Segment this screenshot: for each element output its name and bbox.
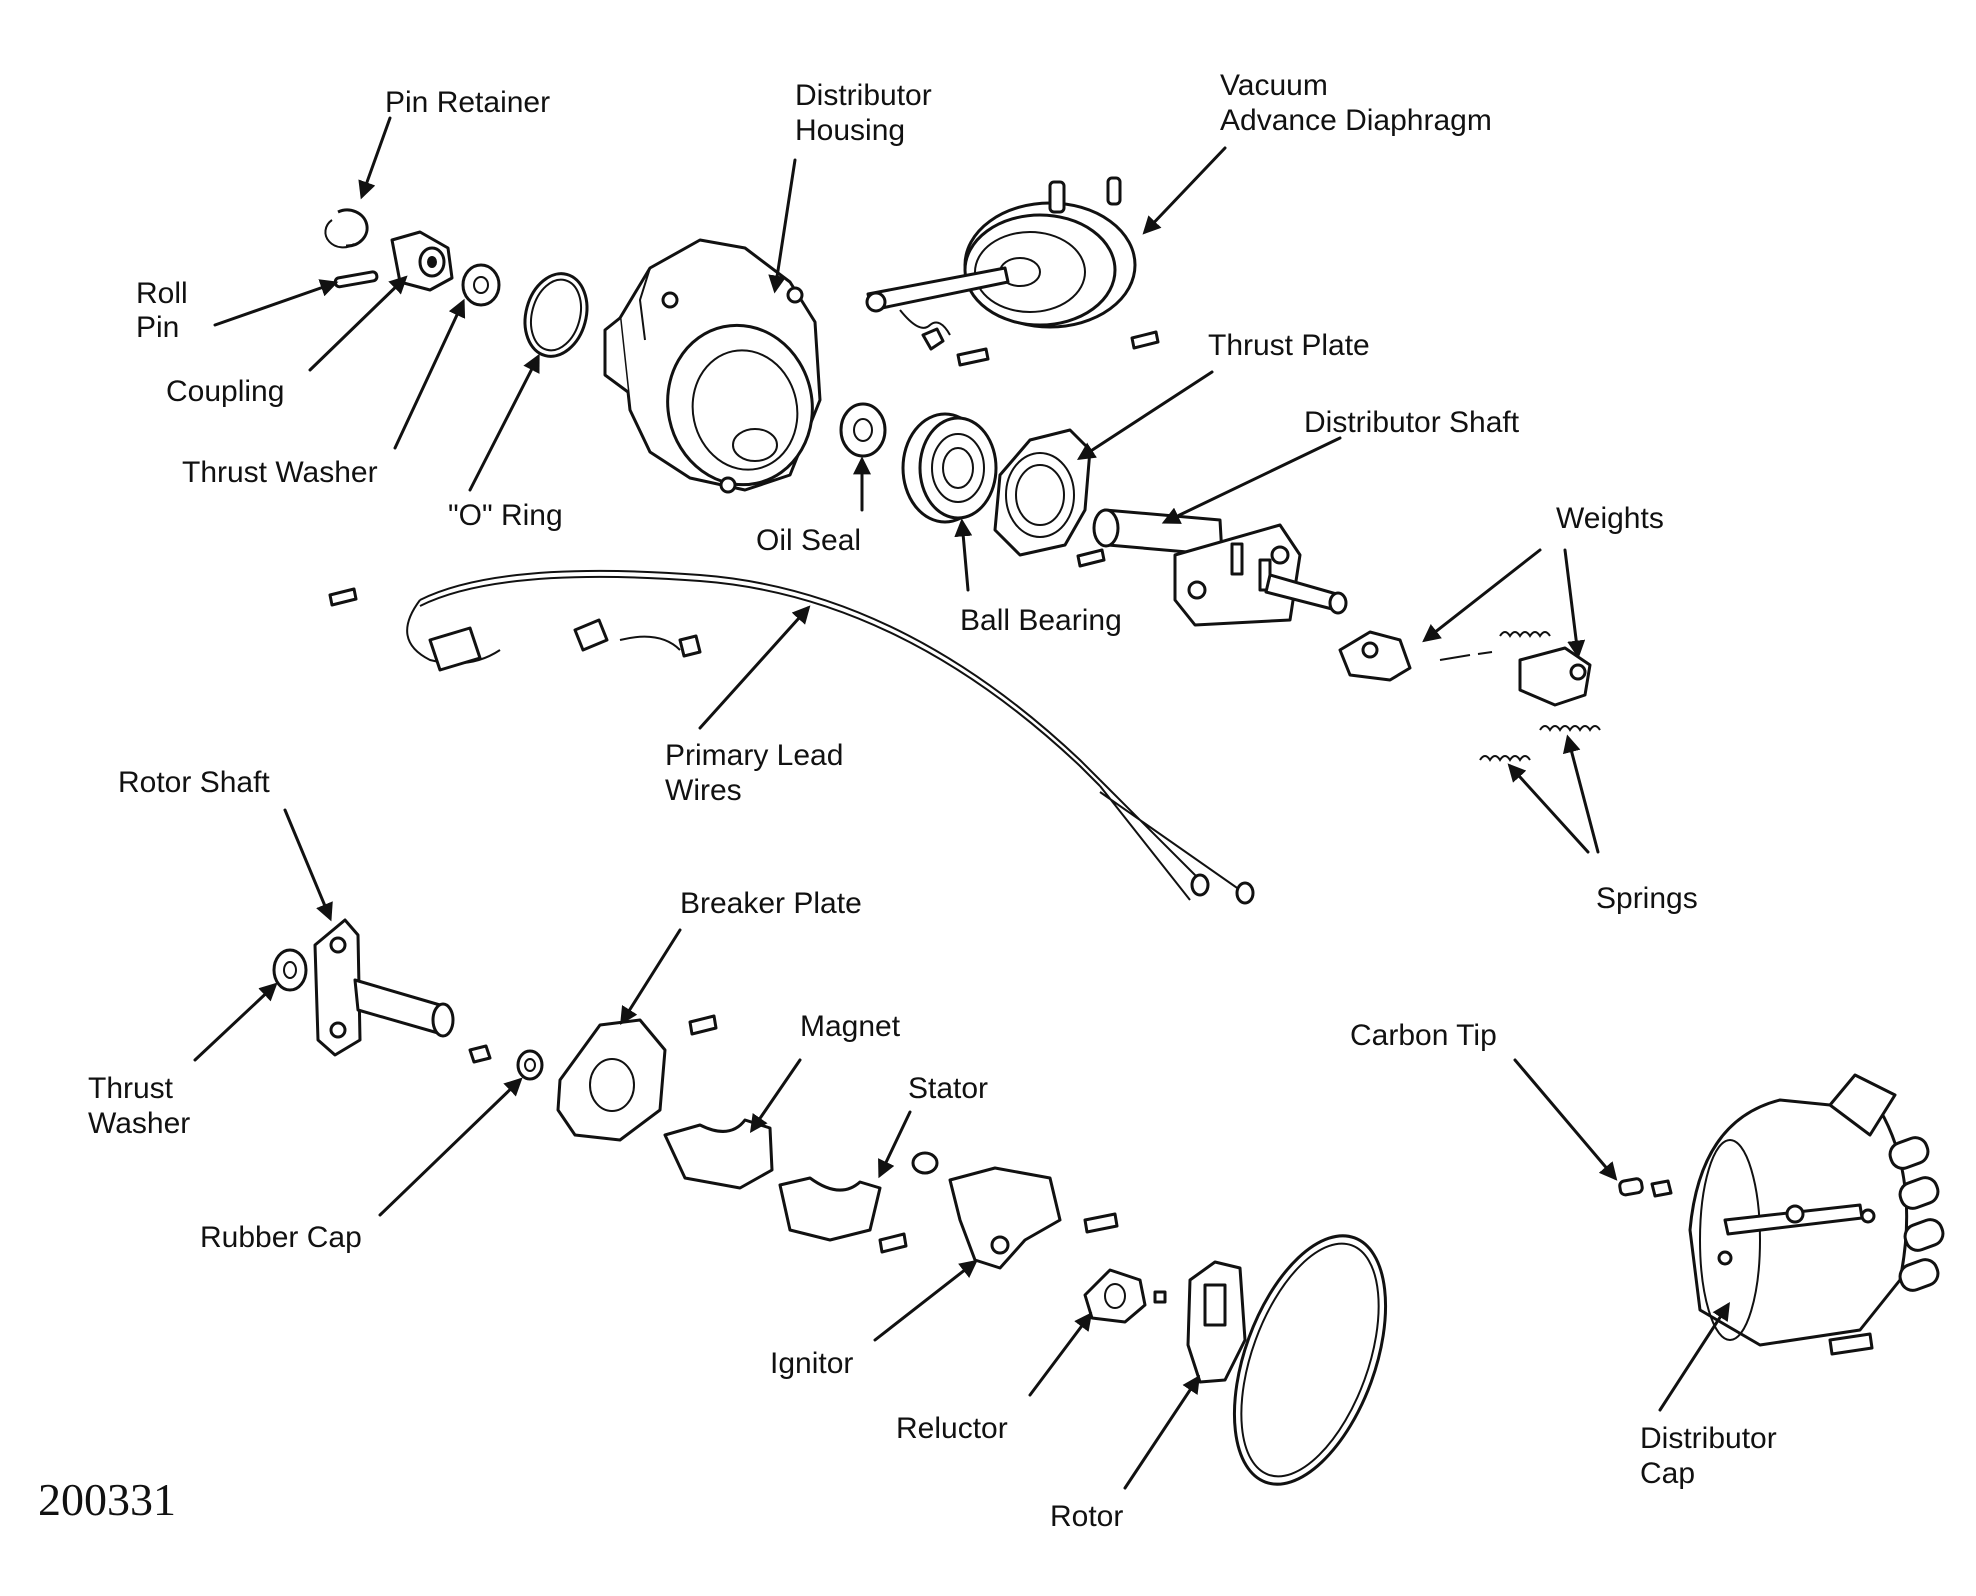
arrow-ball-bearing [954, 518, 973, 592]
arrow-coupling [308, 275, 408, 372]
label-stator: Stator [908, 1072, 988, 1105]
arrow-weights-2 [1563, 548, 1586, 659]
rubber-cap-part [468, 1044, 544, 1081]
label-thrust-washer-bottom-line1: Thrust [88, 1072, 174, 1105]
cap-clip-ring-part [1232, 1234, 1388, 1486]
label-springs: Springs [1596, 882, 1698, 915]
arrow-distributor-housing [768, 158, 797, 294]
distributor-housing-part [603, 238, 822, 494]
oil-seal-part [839, 402, 887, 458]
arrow-rubber-cap [378, 1077, 523, 1217]
weights-part [1338, 630, 1592, 707]
label-roll-pin-line1: Roll [136, 277, 188, 310]
label-pin-retainer: Pin Retainer [385, 86, 550, 119]
arrow-carbon-tip [1513, 1058, 1618, 1181]
figure-number: 200331 [38, 1474, 176, 1525]
label-primary-lead-line2: Wires [665, 774, 742, 807]
arrow-thrust-washer-bottom [193, 982, 278, 1062]
arrow-rotor [1123, 1375, 1200, 1490]
primary-lead-wires-part [328, 569, 1255, 905]
breaker-plate-part [556, 1014, 718, 1142]
distributor-shaft-part [1092, 508, 1348, 627]
label-primary-lead-line1: Primary Lead [665, 739, 843, 772]
arrow-springs-2 [1562, 734, 1600, 854]
label-distributor-cap-line2: Cap [1640, 1457, 1695, 1490]
arrow-o-ring [468, 353, 540, 492]
label-reluctor: Reluctor [896, 1412, 1008, 1445]
arrow-stator [878, 1110, 912, 1179]
label-vacuum-advance-line2: Advance Diaphragm [1220, 104, 1492, 137]
label-rotor-shaft: Rotor Shaft [118, 766, 270, 799]
arrow-springs-1 [1507, 763, 1590, 854]
arrow-magnet [749, 1058, 802, 1133]
label-weights: Weights [1556, 502, 1664, 535]
carbon-tip-part [1618, 1177, 1673, 1198]
label-distributor-cap-line1: Distributor [1640, 1422, 1777, 1455]
label-magnet: Magnet [800, 1010, 901, 1043]
arrow-vacuum-advance [1142, 146, 1227, 235]
springs-part [1479, 631, 1601, 762]
thrust-washer-top-part [461, 263, 501, 307]
arrow-reluctor [1028, 1312, 1093, 1397]
rotor-part [1186, 1260, 1247, 1384]
magnet-part [663, 1118, 774, 1190]
arrow-pin-retainer [358, 116, 392, 200]
stator-part [778, 1176, 908, 1254]
label-roll-pin-line2: Pin [136, 311, 179, 344]
pin-retainer-part [324, 208, 369, 249]
arrow-roll-pin [213, 279, 339, 327]
label-ball-bearing: Ball Bearing [960, 604, 1122, 637]
arrow-thrust-washer-top [393, 298, 466, 450]
label-o-ring: "O" Ring [448, 499, 563, 532]
arrow-distributor-shaft [1161, 436, 1342, 524]
arrow-thrust-plate [1076, 370, 1214, 460]
arrow-rotor-shaft [283, 808, 333, 922]
vacuum-advance-diaphragm-part [865, 176, 1160, 367]
arrow-distributor-cap [1658, 1301, 1730, 1412]
label-oil-seal: Oil Seal [756, 524, 861, 557]
label-carbon-tip: Carbon Tip [1350, 1019, 1497, 1052]
o-ring-part [523, 272, 589, 358]
label-thrust-plate: Thrust Plate [1208, 329, 1370, 362]
ignitor-part [911, 1151, 1119, 1270]
arrow-breaker-plate [620, 928, 682, 1026]
thrust-plate-part [993, 428, 1106, 568]
part-labels: Pin Retainer Distributor Housing Vacuum … [38, 69, 1777, 1533]
label-thrust-washer-bottom-line2: Washer [88, 1107, 190, 1140]
label-thrust-washer-top: Thrust Washer [182, 456, 378, 489]
label-coupling: Coupling [166, 375, 284, 408]
label-rubber-cap: Rubber Cap [200, 1221, 362, 1254]
label-vacuum-advance-line1: Vacuum [1220, 69, 1328, 102]
roll-pin-part [333, 270, 379, 289]
label-distributor-shaft: Distributor Shaft [1304, 406, 1520, 439]
rotor-shaft-part [313, 918, 455, 1057]
arrow-primary-lead-wires [698, 605, 811, 730]
label-distributor-housing-line1: Distributor [795, 79, 932, 112]
label-ignitor: Ignitor [770, 1347, 853, 1380]
leader-arrows [193, 116, 1730, 1490]
ball-bearing-part [901, 412, 998, 524]
label-breaker-plate: Breaker Plate [680, 887, 862, 920]
reluctor-part [1083, 1268, 1167, 1324]
thrust-washer-bottom-part [272, 948, 308, 992]
label-rotor: Rotor [1050, 1500, 1123, 1533]
label-distributor-housing-line2: Housing [795, 114, 905, 147]
distributor-cap-part [1688, 1073, 1945, 1356]
arrow-ignitor [873, 1259, 978, 1342]
arrow-weights-1 [1422, 548, 1542, 643]
